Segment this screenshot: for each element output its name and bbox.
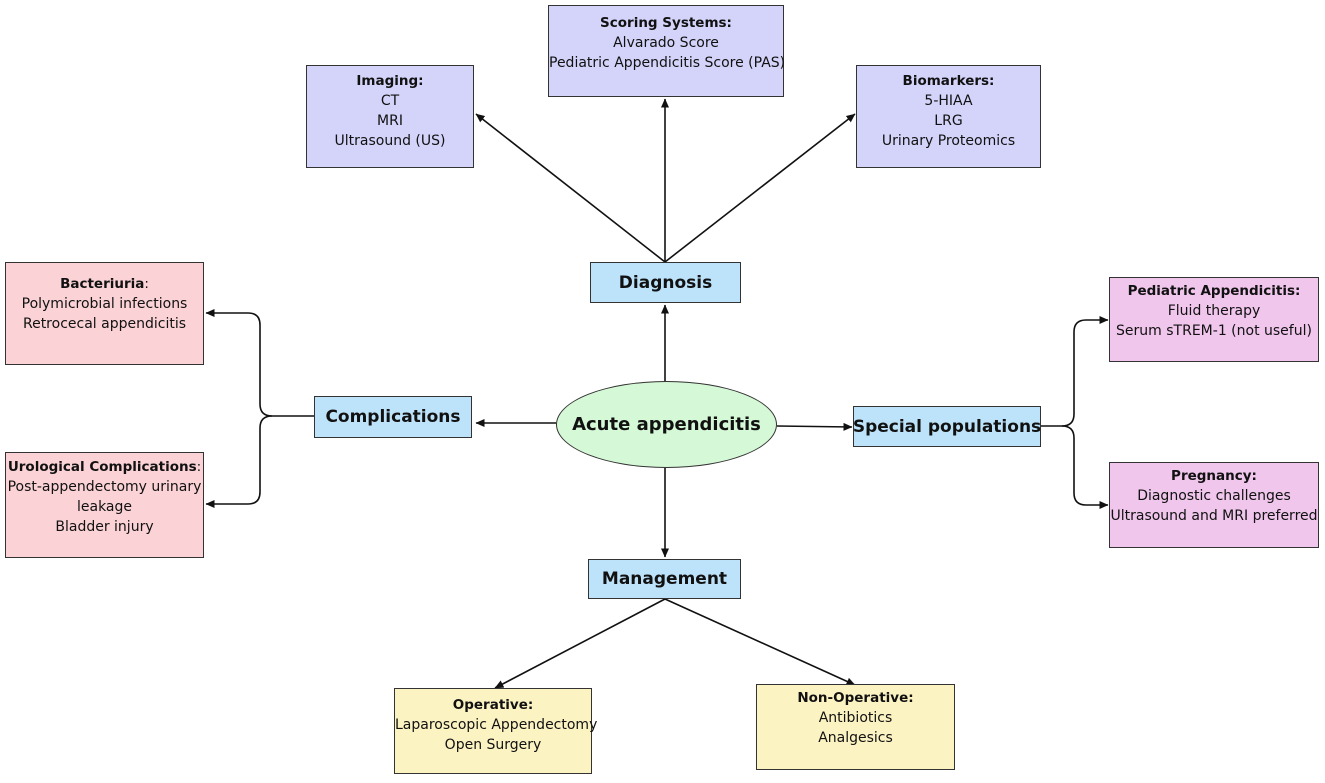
imaging-box: Imaging: CT MRI Ultrasound (US)	[306, 65, 474, 168]
pregnancy-item: Ultrasound and MRI preferred	[1110, 508, 1318, 524]
imaging-item: Ultrasound (US)	[334, 133, 446, 149]
arrow-diagnosis-to-biomarkers	[664, 113, 856, 263]
biomarkers-box: Biomarkers: 5-HIAA LRG Urinary Proteomic…	[856, 65, 1041, 168]
arrow-management-to-nonoperative	[664, 598, 856, 686]
urological-item: leakage	[76, 499, 133, 515]
pregnancy-heading: Pregnancy:	[1171, 468, 1257, 484]
non-operative-item: Antibiotics	[818, 710, 893, 726]
bacteriuria-box: Bacteriuria: Polymicrobial infections Re…	[5, 262, 204, 365]
bracket-special-lower	[1061, 425, 1109, 509]
bacteriuria-heading: Bacteriuria:	[60, 276, 149, 292]
diagnosis-hub: Diagnosis	[590, 262, 741, 303]
operative-item: Open Surgery	[444, 737, 542, 753]
scoring-item: Pediatric Appendicitis Score (PAS)	[549, 55, 786, 71]
complications-hub: Complications	[314, 396, 472, 438]
operative-item: Laparoscopic Appendectomy	[395, 717, 598, 733]
non-operative-item: Analgesics	[818, 730, 893, 746]
scoring-item: Alvarado Score	[613, 35, 719, 51]
pediatric-appendicitis-box: Pediatric Appendicitis: Fluid therapy Se…	[1109, 277, 1319, 362]
scoring-systems-heading: Scoring Systems:	[600, 15, 732, 31]
bracket-special-upper	[1041, 316, 1109, 427]
scoring-systems-box: Scoring Systems: Alvarado Score Pediatri…	[548, 5, 786, 97]
pregnancy-box: Pregnancy: Diagnostic challenges Ultraso…	[1109, 462, 1319, 548]
bacteriuria-item: Retrocecal appendicitis	[22, 316, 187, 332]
pregnancy-item: Diagnostic challenges	[1137, 488, 1291, 504]
bacteriuria-item: Polymicrobial infections	[21, 296, 188, 312]
non-operative-heading: Non-Operative:	[797, 690, 914, 706]
bracket-complications-lower	[205, 415, 273, 508]
operative-box: Operative: Laparoscopic Appendectomy Ope…	[394, 688, 598, 774]
arrow-center-to-special	[776, 422, 853, 431]
biomarker-item: Urinary Proteomics	[881, 133, 1016, 149]
management-hub: Management	[588, 559, 741, 599]
special-populations-hub: Special populations	[853, 406, 1041, 447]
urological-complications-box: Urological Complications: Post-appendect…	[5, 452, 204, 558]
biomarker-item: 5-HIAA	[924, 93, 973, 109]
bracket-complications	[205, 309, 314, 417]
arrow-diagnosis-to-imaging	[475, 113, 666, 263]
biomarkers-heading: Biomarkers:	[902, 73, 995, 89]
pediatric-item: Fluid therapy	[1167, 303, 1261, 319]
pediatric-item: Serum sTREM-1 (not useful)	[1116, 323, 1312, 339]
urological-heading: Urological Complications:	[7, 459, 202, 475]
arrow-management-to-operative	[494, 598, 666, 689]
operative-heading: Operative:	[452, 697, 534, 713]
non-operative-box: Non-Operative: Antibiotics Analgesics	[756, 684, 955, 770]
urological-item: Bladder injury	[55, 519, 154, 535]
urological-item: Post-appendectomy urinary	[7, 479, 202, 495]
pediatric-heading: Pediatric Appendicitis:	[1127, 283, 1301, 299]
imaging-item: MRI	[377, 113, 403, 129]
imaging-item: CT	[380, 93, 400, 109]
imaging-heading: Imaging:	[356, 73, 424, 89]
acute-appendicitis-node: Acute appendicitis	[556, 381, 777, 468]
biomarker-item: LRG	[934, 113, 963, 129]
